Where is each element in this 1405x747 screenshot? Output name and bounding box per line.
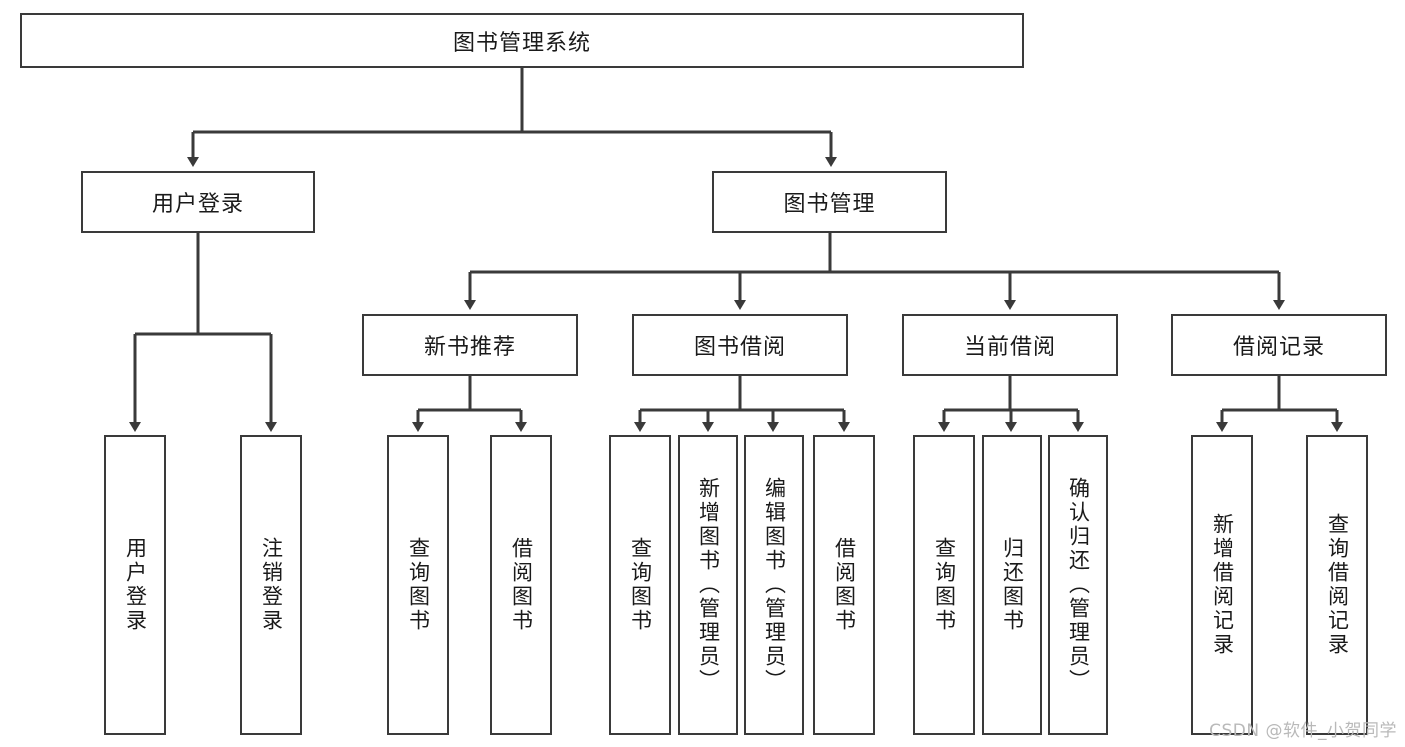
node-leaf-confirm-return[interactable]: 确认归还（管理员） — [1048, 435, 1108, 735]
node-leaf-query-book-2[interactable]: 查询图书 — [609, 435, 671, 735]
node-leaf-query-book-3[interactable]: 查询图书 — [913, 435, 975, 735]
node-leaf-query-book-1-label: 查询图书 — [406, 537, 431, 633]
node-new-book-recommend-label: 新书推荐 — [423, 335, 516, 360]
node-leaf-return-book-label: 归还图书 — [1000, 537, 1025, 633]
node-leaf-return-book[interactable]: 归还图书 — [982, 435, 1042, 735]
node-leaf-add-book[interactable]: 新增图书（管理员） — [678, 435, 738, 735]
node-user-login[interactable]: 用户登录 — [81, 171, 315, 233]
node-user-login-label: 用户登录 — [151, 192, 244, 217]
node-borrow-record[interactable]: 借阅记录 — [1171, 314, 1387, 376]
node-leaf-logout-login[interactable]: 注销登录 — [240, 435, 302, 735]
node-leaf-add-book-label: 新增图书（管理员） — [696, 477, 721, 693]
node-book-borrow[interactable]: 图书借阅 — [632, 314, 848, 376]
node-leaf-borrow-book-2[interactable]: 借阅图书 — [813, 435, 875, 735]
node-leaf-edit-book-label: 编辑图书（管理员） — [762, 477, 787, 693]
node-leaf-query-record-label: 查询借阅记录 — [1325, 513, 1350, 657]
node-new-book-recommend[interactable]: 新书推荐 — [362, 314, 578, 376]
node-leaf-query-record[interactable]: 查询借阅记录 — [1306, 435, 1368, 735]
node-leaf-logout-login-label: 注销登录 — [259, 537, 284, 633]
node-leaf-confirm-return-label: 确认归还（管理员） — [1066, 477, 1091, 693]
node-leaf-add-record-label: 新增借阅记录 — [1210, 513, 1235, 657]
node-leaf-user-login[interactable]: 用户登录 — [104, 435, 166, 735]
node-root[interactable]: 图书管理系统 — [20, 13, 1024, 68]
node-borrow-record-label: 借阅记录 — [1232, 335, 1325, 360]
node-leaf-query-book-3-label: 查询图书 — [932, 537, 957, 633]
node-book-manage[interactable]: 图书管理 — [712, 171, 947, 233]
node-current-borrow[interactable]: 当前借阅 — [902, 314, 1118, 376]
node-leaf-edit-book[interactable]: 编辑图书（管理员） — [744, 435, 804, 735]
node-book-manage-label: 图书管理 — [783, 192, 876, 217]
node-leaf-borrow-book-1[interactable]: 借阅图书 — [490, 435, 552, 735]
node-leaf-borrow-book-2-label: 借阅图书 — [832, 537, 857, 633]
node-leaf-borrow-book-1-label: 借阅图书 — [509, 537, 534, 633]
node-leaf-query-book-1[interactable]: 查询图书 — [387, 435, 449, 735]
node-book-borrow-label: 图书借阅 — [693, 335, 786, 360]
node-leaf-query-book-2-label: 查询图书 — [628, 537, 653, 633]
node-leaf-user-login-label: 用户登录 — [123, 537, 148, 633]
node-current-borrow-label: 当前借阅 — [963, 335, 1056, 360]
node-leaf-add-record[interactable]: 新增借阅记录 — [1191, 435, 1253, 735]
node-root-label: 图书管理系统 — [452, 30, 591, 56]
